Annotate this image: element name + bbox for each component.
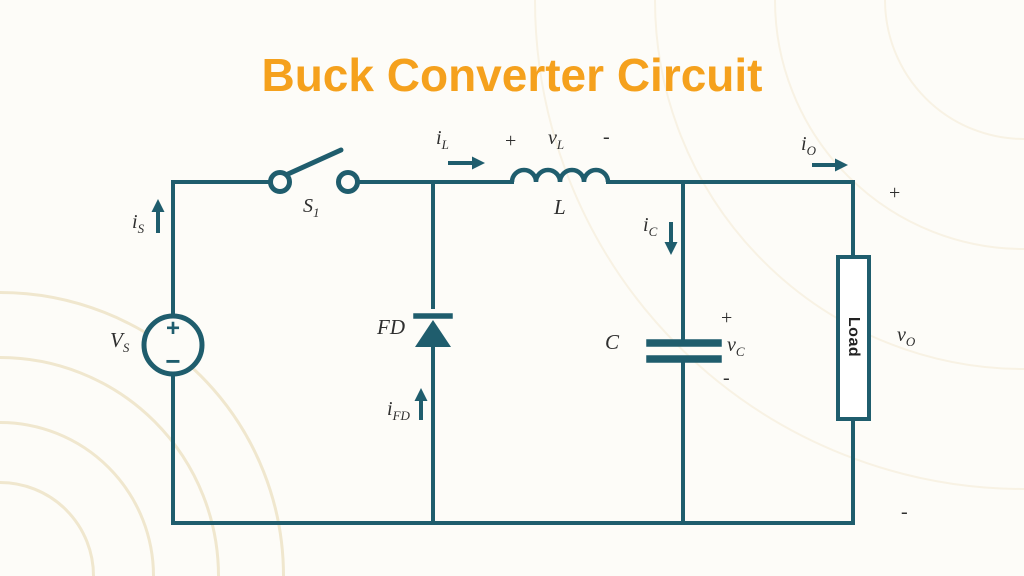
inductor-minus-sign: -: [603, 126, 610, 148]
load-box: [836, 255, 871, 421]
load-label: Load: [845, 316, 862, 358]
inductor-voltage-label: vL: [548, 127, 565, 152]
diode-current-arrow: [414, 388, 428, 420]
source-plus-sign: +: [165, 315, 181, 342]
source-voltage-label: VS: [110, 328, 130, 356]
switch-contact-right: [336, 170, 360, 194]
source-minus-sign: −: [165, 346, 181, 376]
switch-symbol: [268, 147, 360, 194]
inductor-label: L: [554, 195, 566, 219]
capacitor-current-label: iC: [643, 214, 658, 239]
inductor-symbol: [509, 167, 611, 183]
capacitor-current-arrow: [664, 222, 678, 255]
output-plus-sign: +: [889, 182, 901, 204]
inductor-current-label: iL: [436, 127, 449, 152]
output-minus-sign: -: [901, 501, 908, 523]
capacitor-label: C: [605, 330, 620, 354]
source-current-arrow: [151, 199, 165, 233]
output-current-label: iO: [801, 133, 816, 158]
capacitor-minus-sign: -: [723, 367, 730, 389]
page-title: Buck Converter Circuit: [261, 49, 763, 101]
switch-contact-left: [268, 170, 292, 194]
capacitor-plus-sign: +: [721, 307, 733, 329]
inductor-plus-sign: +: [505, 130, 517, 152]
diode-symbol: [413, 313, 453, 347]
circuit-wires: [171, 180, 855, 525]
inductor-current-arrow: [448, 156, 485, 170]
diode-label: FD: [377, 315, 405, 339]
capacitor-symbol: [646, 339, 722, 363]
switch-lever: [285, 147, 344, 177]
switch-label: S1: [303, 195, 320, 220]
capacitor-voltage-label: vC: [727, 334, 745, 359]
source-current-label: iS: [132, 211, 145, 236]
output-voltage-label: vO: [897, 324, 916, 349]
diode-current-label: iFD: [387, 398, 410, 423]
output-current-arrow: [812, 158, 848, 172]
voltage-source-symbol: [141, 313, 205, 377]
diode-triangle: [415, 320, 451, 347]
